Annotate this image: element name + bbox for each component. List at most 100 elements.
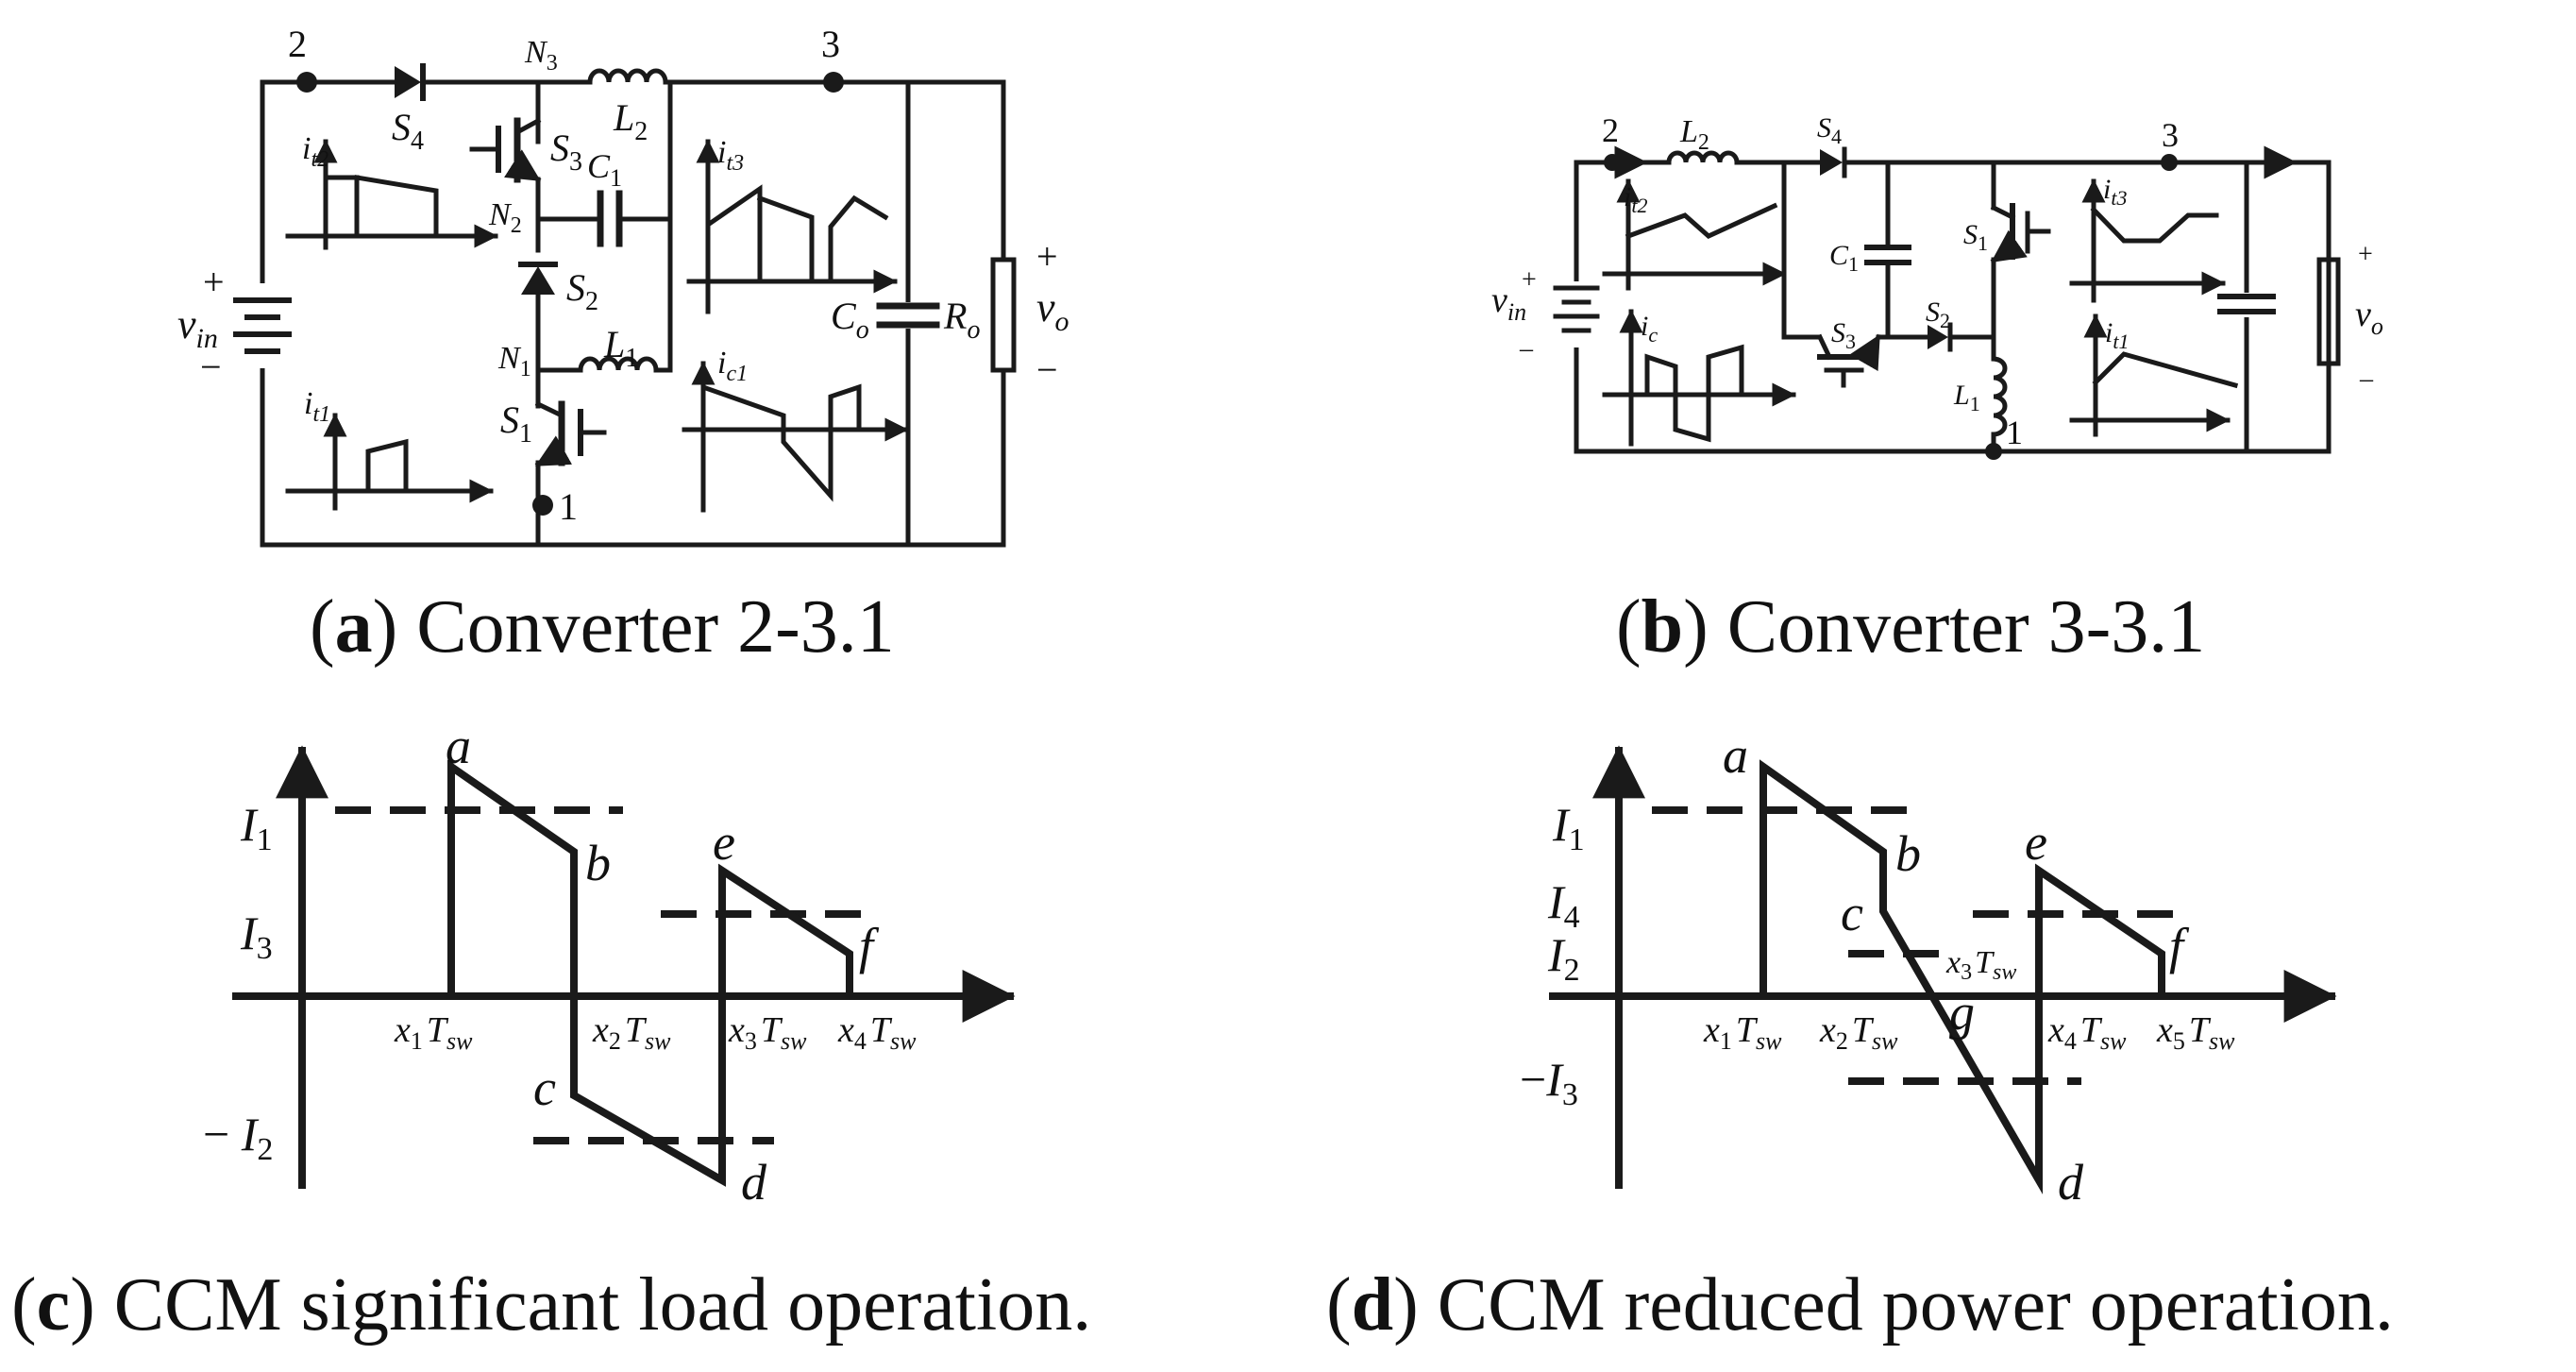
- circuit-b-c1-label: C1: [1829, 240, 1859, 276]
- circuit-b-vo-label: vo: [2355, 295, 2383, 340]
- circuit-a-switch-s1: [534, 400, 607, 468]
- circuit-b-inductor-l2: [1658, 150, 1744, 165]
- circuit-a-c1-label: C1: [587, 147, 622, 192]
- plot-d-level-i2-label: I2: [1547, 928, 1580, 988]
- circuit-a-waveform-it2: [285, 139, 498, 250]
- circuit-b-resistor-ro: [2316, 257, 2341, 366]
- plot-d: [1549, 745, 2337, 1194]
- plot-d-level-i3-label: −I3: [1520, 1053, 1578, 1112]
- plot-c-point-d: d: [741, 1154, 767, 1211]
- circuit-b-outer-loop: [1574, 160, 2332, 454]
- circuit-a-n3-label: N3: [524, 35, 558, 76]
- circuit-a-it2-label: it2: [302, 131, 328, 172]
- circuit-a-diode-s4: [375, 63, 446, 101]
- circuit-b-node-3-label: 3: [2162, 116, 2179, 154]
- circuit-b-source-vin: [1553, 285, 1600, 333]
- circuit-b-node-1-label: 1: [2006, 414, 2023, 451]
- plot-d-point-d: d: [2058, 1154, 2084, 1211]
- circuit-b-s3-label: S3: [1831, 317, 1856, 353]
- circuit-b-l2-label: L2: [1679, 114, 1709, 155]
- circuit-a-node-1-label: 1: [559, 485, 578, 528]
- circuit-b-waveform-it3: [2069, 178, 2226, 303]
- circuit-a-waveform-ic1: [682, 361, 909, 513]
- circuit-a-gap-vin: [236, 283, 289, 368]
- plot-d-tick-x3: x3Tsw: [1945, 945, 2016, 985]
- circuit-a-l2-label: L2: [613, 96, 648, 146]
- circuit-a-s2-label: S2: [566, 266, 598, 316]
- plot-d-point-f: f: [2169, 918, 2190, 974]
- circuit-b-vin-label: vin: [1491, 280, 1526, 326]
- circuit-b: [1553, 145, 2341, 460]
- plot-d-point-a: a: [1723, 727, 1748, 784]
- circuit-a-vin-label: vin: [177, 301, 218, 354]
- circuit-b-s4-label: S4: [1817, 112, 1842, 148]
- circuit-a-it1-label: it1: [304, 386, 330, 427]
- circuit-a-node-3-dot: [823, 72, 844, 93]
- circuit-a-labels: 2 3 1 S4 N3 L2 S3 C1 N2 S2 N1 L1 S1 Co R…: [177, 23, 1069, 528]
- circuit-a-vin-minus: −: [200, 346, 222, 388]
- circuit-b-vin-plus: +: [1522, 265, 1537, 295]
- circuit-b-switch-s1: [1990, 203, 2051, 264]
- circuit-b-node-1-dot: [1985, 443, 2002, 460]
- circuit-b-ic-label: ic: [1641, 311, 1658, 347]
- circuit-a-l1-label: L1: [603, 323, 638, 373]
- circuit-a: [233, 57, 1017, 548]
- circuit-a-inductor-l1: [535, 356, 673, 373]
- plot-c-point-b: b: [585, 835, 611, 891]
- circuit-a-resistor-ro: [990, 257, 1017, 373]
- circuit-b-capacitor-co: [2217, 294, 2276, 314]
- circuit-b-it1-label: it1: [2105, 317, 2129, 353]
- circuit-b-vo-minus: –: [2359, 364, 2374, 394]
- plot-c-waveform: [447, 759, 853, 1187]
- plot-d-point-c: c: [1841, 885, 1863, 941]
- caption-d: (d) CCM reduced power operation.: [1326, 1263, 2394, 1347]
- circuit-b-waveform-it1: [2069, 313, 2239, 437]
- circuit-a-s3-label: S3: [550, 127, 582, 177]
- plot-d-level-i1-label: I1: [1552, 798, 1585, 857]
- circuit-a-switch-s3: [469, 117, 542, 183]
- circuit-a-it3-label: it3: [717, 135, 744, 176]
- caption-c: (c) CCM significant load operation.: [11, 1263, 1091, 1347]
- circuit-b-inductor-l1: [1991, 356, 2008, 454]
- circuit-a-vo-plus: +: [1036, 235, 1058, 278]
- caption-a: (a) Converter 2-3.1: [310, 585, 895, 669]
- circuit-b-waveform-it2: [1602, 178, 1787, 291]
- circuit-a-n1-label: N1: [497, 341, 531, 381]
- plot-c-level-i1-label: I1: [240, 798, 273, 857]
- circuit-a-s4-label: S4: [392, 106, 424, 156]
- circuit-a-ro-label: Ro: [943, 295, 980, 345]
- circuit-b-l1-label: L1: [1953, 380, 1980, 415]
- plot-d-waveform: [1759, 759, 2165, 1194]
- circuit-b-node-3-dot: [2161, 154, 2178, 171]
- plot-c-point-a: a: [446, 718, 471, 774]
- plot-d-point-b: b: [1895, 825, 1921, 882]
- plot-d-point-g: g: [1949, 984, 1975, 1041]
- circuit-a-capacitor-co: [876, 302, 940, 329]
- circuit-b-vo-plus: +: [2358, 240, 2373, 269]
- circuit-b-node-2-label: 2: [1602, 111, 1619, 149]
- circuit-b-s2-label: S2: [1926, 296, 1950, 332]
- circuit-b-it2-label: it2: [1624, 181, 1647, 217]
- plot-c: [232, 745, 1016, 1189]
- circuit-a-capacitor-c1: [597, 190, 623, 247]
- circuit-a-node-3-label: 3: [821, 23, 840, 65]
- plot-c-point-e: e: [713, 814, 735, 871]
- circuit-b-diode-s4: [1805, 146, 1862, 178]
- circuit-a-node-2-dot: [296, 72, 317, 93]
- plot-c-level-i3-label: I3: [240, 906, 273, 966]
- circuit-b-switch-s3: [1816, 333, 1882, 388]
- circuit-b-labels: 2 3 1 L2 S4 C1 S3 S2 S1 L1 + vin – + vo …: [1491, 111, 2383, 451]
- circuit-b-node-2-dot: [1604, 154, 1621, 171]
- plot-d-level-i4-label: I4: [1547, 875, 1580, 935]
- plot-c-level-i2-label: − I2: [203, 1108, 273, 1167]
- circuit-a-diode-s2: [518, 262, 558, 295]
- circuit-b-waveform-ic: [1602, 309, 1796, 447]
